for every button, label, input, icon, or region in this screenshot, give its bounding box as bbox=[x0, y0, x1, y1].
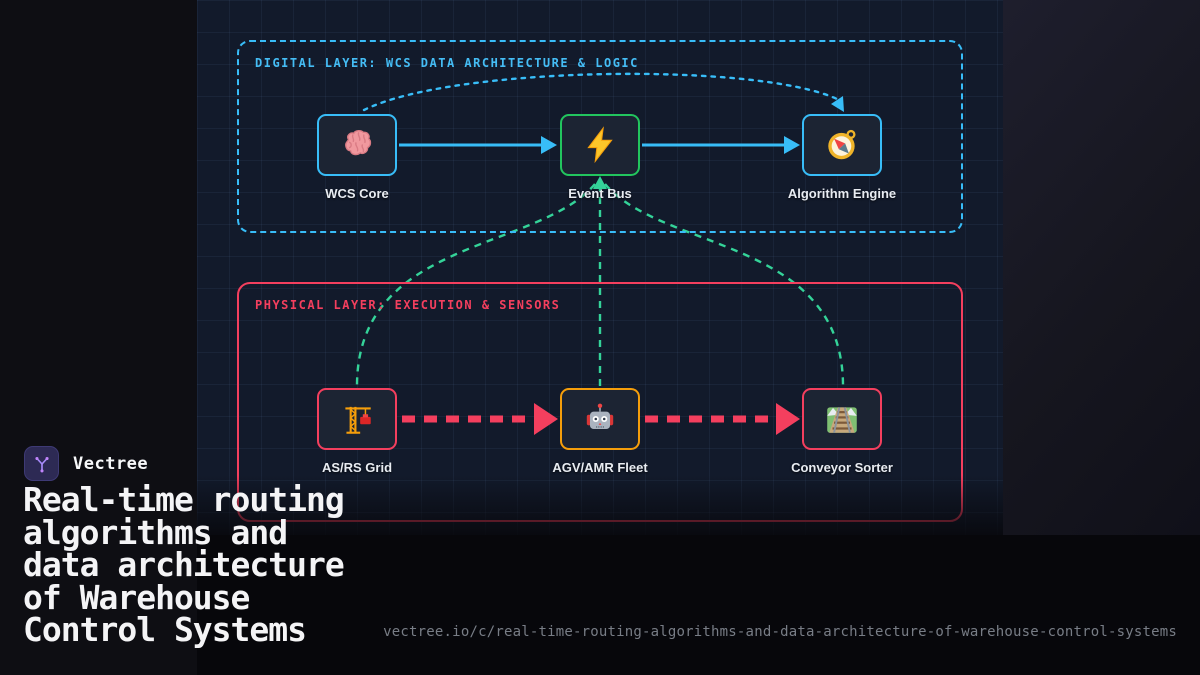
node-event-bus-box bbox=[560, 114, 640, 176]
railway-icon bbox=[827, 407, 857, 433]
brand: Vectree bbox=[24, 446, 148, 481]
lightning-icon bbox=[587, 126, 613, 164]
robot-icon bbox=[586, 403, 614, 430]
node-asrs-grid: AS/RS Grid bbox=[317, 388, 397, 475]
diagram-canvas: DIGITAL LAYER: WCS DATA ARCHITECTURE & L… bbox=[197, 0, 1003, 535]
left-panel bbox=[0, 0, 197, 675]
brain-icon bbox=[345, 129, 372, 156]
node-wcs-core-box bbox=[317, 114, 397, 176]
page-url: vectree.io/c/real-time-routing-algorithm… bbox=[383, 624, 1177, 640]
page-title-line-5: Control Systems bbox=[23, 610, 307, 649]
page-title-line-2: algorithms and bbox=[23, 512, 288, 552]
node-event-bus: Event Bus bbox=[560, 114, 640, 201]
node-algorithm-engine-box bbox=[802, 114, 882, 176]
diagram-connections bbox=[355, 72, 845, 435]
node-wcs-core: WCS Core bbox=[317, 114, 397, 201]
node-asrs-grid-label: AS/RS Grid bbox=[321, 460, 393, 475]
node-event-bus-label: Event Bus bbox=[568, 186, 632, 201]
edge-arrowhead-algoengine-top bbox=[831, 96, 844, 112]
physical-layer-box: PHYSICAL LAYER: EXECUTION & SENSORS bbox=[237, 282, 963, 522]
compass-icon bbox=[828, 129, 856, 160]
brand-name: Vectree bbox=[73, 453, 149, 474]
node-algorithm-engine: Algorithm Engine bbox=[788, 114, 896, 201]
digital-layer-box: DIGITAL LAYER: WCS DATA ARCHITECTURE & L… bbox=[237, 40, 963, 233]
node-asrs-grid-box bbox=[317, 388, 397, 450]
crane-icon bbox=[345, 406, 371, 434]
edge-physical-dashed-arrows bbox=[402, 403, 800, 435]
digital-layer-title: DIGITAL LAYER: WCS DATA ARCHITECTURE & L… bbox=[255, 56, 639, 70]
node-algorithm-engine-label: Algorithm Engine bbox=[787, 186, 897, 201]
page-title-line-3: data architecture bbox=[23, 545, 345, 584]
edge-digital-solid-arrows bbox=[399, 136, 800, 154]
node-agv-amr-fleet-label: AGV/AMR Fleet bbox=[552, 460, 648, 475]
page-title-line-4: of Warehouse bbox=[23, 577, 250, 617]
node-conveyor-sorter-label: Conveyor Sorter bbox=[791, 460, 893, 475]
edge-wcscore-to-algoengine bbox=[362, 72, 839, 112]
page-title-line-1: Real-time routing bbox=[23, 480, 345, 519]
vectree-logo-icon bbox=[34, 456, 49, 472]
physical-layer-title: PHYSICAL LAYER: EXECUTION & SENSORS bbox=[255, 298, 561, 312]
brand-logo bbox=[24, 446, 59, 481]
page-title: Real-time routing algorithms and data ar… bbox=[23, 480, 403, 649]
edge-arrowhead-eventbus-bottom bbox=[593, 176, 607, 189]
node-agv-amr-fleet: AGV/AMR Fleet bbox=[552, 388, 648, 475]
node-conveyor-sorter: Conveyor Sorter bbox=[791, 388, 893, 475]
node-conveyor-sorter-box bbox=[802, 388, 882, 450]
node-wcs-core-label: WCS Core bbox=[325, 186, 389, 201]
edge-eventbus-to-physical bbox=[355, 183, 845, 387]
node-agv-amr-fleet-box bbox=[560, 388, 640, 450]
right-panel bbox=[1003, 0, 1200, 535]
